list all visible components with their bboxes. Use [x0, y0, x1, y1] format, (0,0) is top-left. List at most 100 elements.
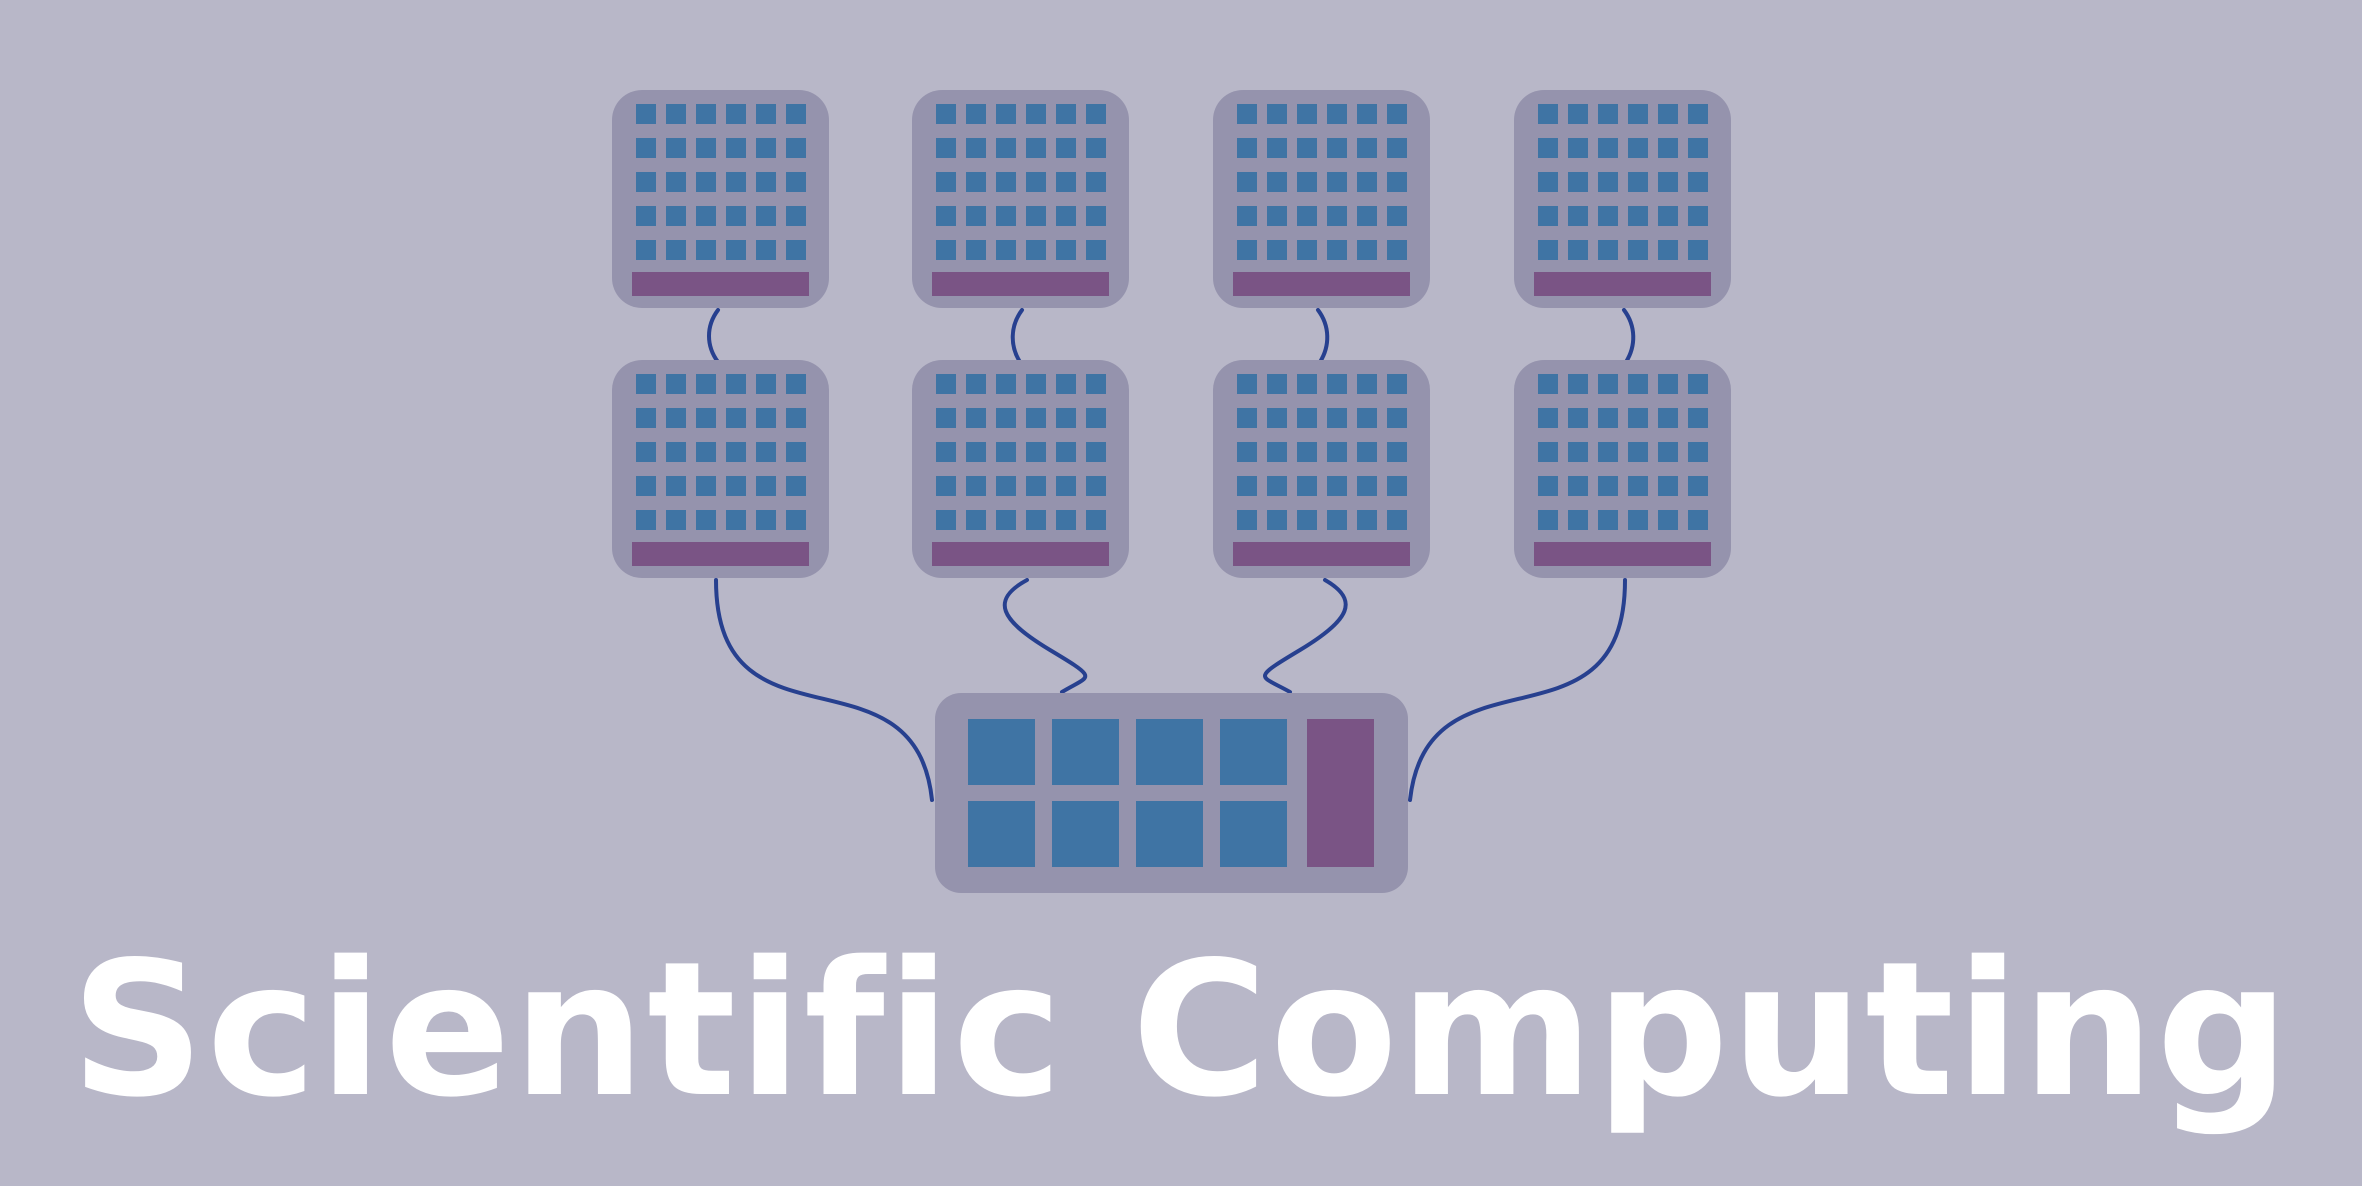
- node-core: [1297, 476, 1317, 496]
- node-core: [696, 408, 716, 428]
- cable-icon: [1002, 578, 1088, 694]
- node-core: [1538, 172, 1558, 192]
- hub-storage-bar: [1307, 719, 1374, 867]
- node-core: [636, 442, 656, 462]
- node-core: [1598, 408, 1618, 428]
- node-core: [1267, 408, 1287, 428]
- node-core: [936, 510, 956, 530]
- node-core: [1237, 138, 1257, 158]
- node-core: [726, 240, 746, 260]
- node-core: [1026, 104, 1046, 124]
- node-core: [1387, 510, 1407, 530]
- server-grid-icon: [612, 90, 829, 308]
- node-core: [1026, 172, 1046, 192]
- node-core: [786, 206, 806, 226]
- node-core: [1568, 374, 1588, 394]
- node-core: [1086, 442, 1106, 462]
- node-core: [1568, 104, 1588, 124]
- node-core: [786, 510, 806, 530]
- node-core: [996, 240, 1016, 260]
- node-core: [1357, 374, 1377, 394]
- server-grid-icon: [1213, 360, 1430, 578]
- switch-hub-icon: [935, 693, 1408, 893]
- node-core: [1267, 172, 1287, 192]
- node-core: [966, 138, 986, 158]
- node-storage-bar: [1233, 542, 1410, 566]
- node-core: [1387, 172, 1407, 192]
- node-core: [666, 206, 686, 226]
- node-core: [1658, 104, 1678, 124]
- node-core: [1688, 408, 1708, 428]
- node-core: [966, 374, 986, 394]
- node-storage-bar: [1534, 542, 1711, 566]
- node-core: [666, 104, 686, 124]
- node-core: [1056, 476, 1076, 496]
- node-core: [726, 138, 746, 158]
- node-core: [1658, 476, 1678, 496]
- node-core: [1628, 240, 1648, 260]
- node-core: [756, 240, 776, 260]
- node-core: [1086, 138, 1106, 158]
- node-core: [1658, 442, 1678, 462]
- server-grid-icon: [912, 360, 1129, 578]
- server-grid-icon: [1514, 360, 1731, 578]
- node-core: [636, 510, 656, 530]
- node-core: [936, 476, 956, 496]
- node-core: [1327, 374, 1347, 394]
- node-core: [1357, 510, 1377, 530]
- cable-icon: [714, 578, 934, 802]
- node-core: [1357, 138, 1377, 158]
- node-core: [1026, 240, 1046, 260]
- node-core: [1568, 138, 1588, 158]
- hub-core: [1136, 801, 1203, 867]
- node-core: [1538, 408, 1558, 428]
- node-core: [1658, 374, 1678, 394]
- node-core: [1086, 374, 1106, 394]
- node-core: [666, 138, 686, 158]
- node-core: [996, 476, 1016, 496]
- node-core: [786, 408, 806, 428]
- node-core: [1628, 442, 1648, 462]
- node-core: [966, 206, 986, 226]
- node-core: [1267, 206, 1287, 226]
- node-core: [1688, 206, 1708, 226]
- node-core: [756, 374, 776, 394]
- node-core: [1357, 476, 1377, 496]
- node-core: [1026, 476, 1046, 496]
- node-core: [1538, 104, 1558, 124]
- node-core: [1026, 138, 1046, 158]
- node-core: [726, 442, 746, 462]
- node-storage-bar: [1534, 272, 1711, 296]
- node-core: [1297, 442, 1317, 462]
- node-core: [726, 374, 746, 394]
- node-core: [636, 408, 656, 428]
- node-core: [1598, 104, 1618, 124]
- node-core: [1267, 138, 1287, 158]
- hub-layer: [935, 693, 1408, 893]
- node-core: [996, 408, 1016, 428]
- node-core: [726, 172, 746, 192]
- node-core: [1628, 408, 1648, 428]
- node-core: [1237, 240, 1257, 260]
- node-core: [636, 476, 656, 496]
- node-core: [1598, 510, 1618, 530]
- node-core: [636, 104, 656, 124]
- node-core: [936, 138, 956, 158]
- node-core: [1538, 240, 1558, 260]
- node-core: [1267, 442, 1287, 462]
- node-core: [1598, 138, 1618, 158]
- node-core: [786, 374, 806, 394]
- server-grid-icon: [912, 90, 1129, 308]
- node-core: [756, 104, 776, 124]
- server-grid-icon: [1514, 90, 1731, 308]
- hub-core: [1220, 719, 1287, 785]
- node-core: [996, 104, 1016, 124]
- node-core: [1568, 476, 1588, 496]
- node-core: [1387, 476, 1407, 496]
- node-core: [1568, 240, 1588, 260]
- server-grid-icon: [1213, 90, 1430, 308]
- node-core: [636, 172, 656, 192]
- node-core: [696, 104, 716, 124]
